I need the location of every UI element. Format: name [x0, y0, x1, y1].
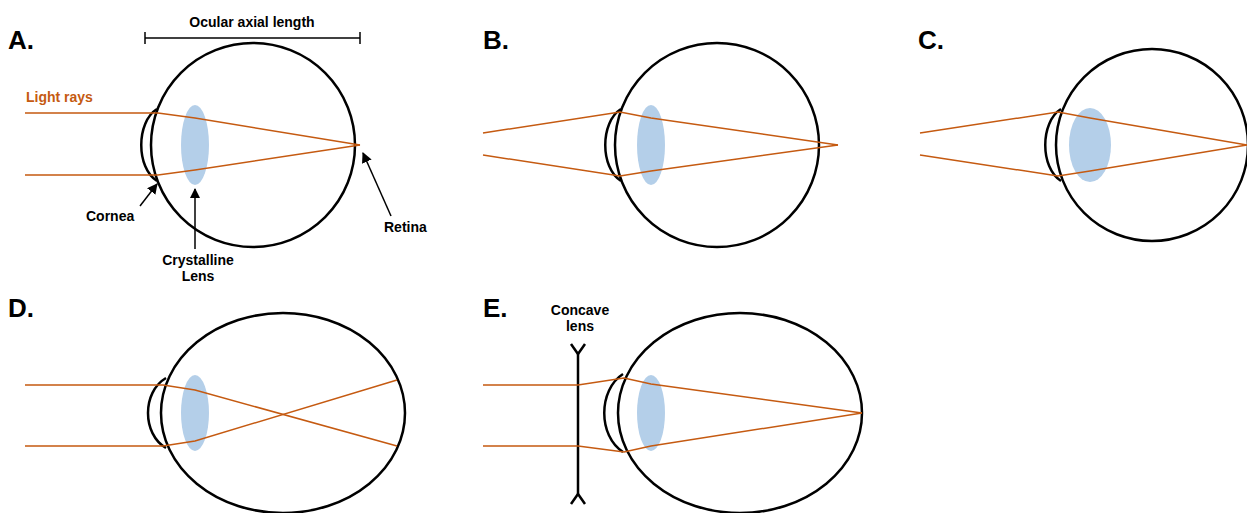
eye-b	[605, 43, 819, 247]
concave-lens-symbol	[571, 344, 585, 504]
part-label: Retina	[384, 219, 427, 235]
light-rays-b	[483, 112, 838, 176]
part-label: Crystalline Lens	[152, 252, 244, 284]
ray-label: Light rays	[26, 89, 93, 105]
dimension-label: Ocular axial length	[189, 14, 314, 30]
axial-length-bracket	[145, 32, 360, 44]
leader-lines	[140, 153, 391, 249]
light-rays-d	[25, 380, 397, 446]
panel-letter: E.	[483, 294, 508, 324]
panel-letter: B.	[483, 26, 509, 56]
panel-letter: D.	[8, 294, 34, 324]
part-label: Concave lens	[544, 302, 616, 334]
eye-e	[604, 313, 862, 513]
light-rays-e	[483, 378, 862, 452]
eye-c	[1045, 49, 1247, 241]
light-rays-a	[25, 113, 360, 175]
part-label: Cornea	[86, 208, 134, 224]
light-rays-c	[920, 112, 1247, 176]
panel-letter: C.	[918, 26, 944, 56]
panel-letter: A.	[8, 26, 34, 56]
eye-a	[141, 43, 355, 247]
